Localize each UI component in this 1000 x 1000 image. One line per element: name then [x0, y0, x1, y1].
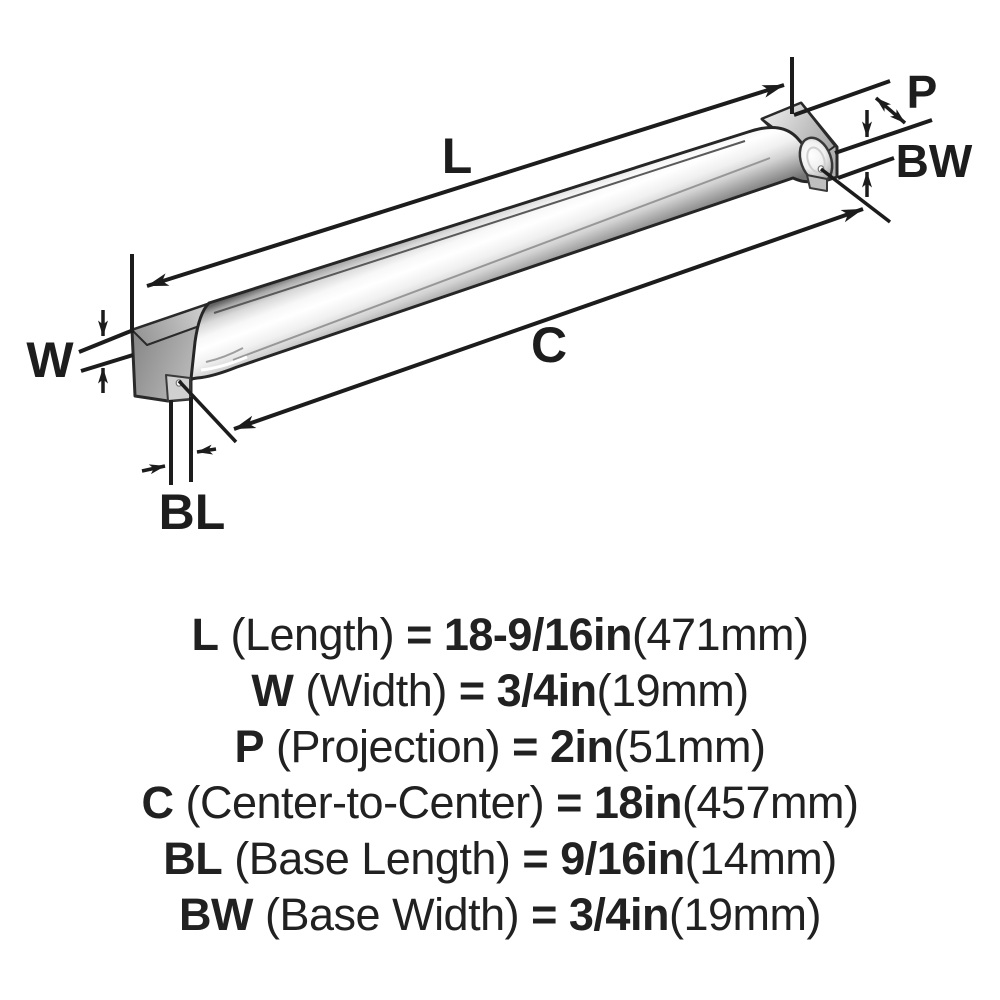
C-dimension-line: [233, 207, 864, 431]
spec-equals: =: [512, 721, 550, 772]
dimension-label-w: W: [26, 332, 74, 388]
spec-name: (Base Width): [253, 889, 532, 940]
spec-equals: =: [531, 889, 569, 940]
spec-line-center-to-center: C (Center-to-Center) = 18in(457mm): [0, 775, 1000, 831]
spec-equals: =: [406, 609, 444, 660]
spec-imperial-value: 3/4in: [568, 889, 670, 940]
C-leader-left: [177, 379, 238, 444]
spec-line-length: L (Length) = 18-9/16in(471mm): [0, 607, 1000, 663]
spec-name: (Width): [293, 665, 459, 716]
dimension-label-c: C: [531, 317, 567, 373]
spec-imperial-value: 2in: [549, 721, 614, 772]
BL-arrow-left: [196, 444, 217, 455]
spec-imperial-value: 18in: [593, 777, 683, 828]
P-gauge-line-base-top: [834, 118, 933, 155]
dimension-C: [177, 167, 892, 444]
spec-line-base-length: BL (Base Length) = 9/16in(14mm): [0, 831, 1000, 887]
spec-name: (Projection): [264, 721, 513, 772]
spec-imperial-value: 9/16in: [560, 833, 685, 884]
spec-line-base-width: BW (Base Width) = 3/4in(19mm): [0, 887, 1000, 943]
product-dimension-diagram: L C W P BW BL: [26, 57, 973, 540]
spec-metric-value: (471mm): [632, 609, 809, 660]
spec-symbol: W: [251, 665, 294, 716]
handle-bar-bevel-line: [213, 140, 746, 314]
spec-equals: =: [458, 665, 497, 716]
spec-metric-value: (19mm): [668, 889, 822, 940]
C-leader-right: [819, 167, 892, 224]
spec-symbol: C: [141, 777, 175, 828]
right-base-pad: [806, 174, 828, 192]
spec-symbol: BL: [163, 833, 223, 884]
dimension-BW: [837, 110, 895, 197]
cabinet-pull-illustration: [130, 101, 839, 403]
BW-gauge-line-base-bottom: [837, 156, 895, 180]
dimension-W: [78, 310, 134, 393]
spec-symbol: BW: [179, 889, 254, 940]
dimension-label-bw: BW: [896, 135, 973, 187]
dimension-label-p: P: [907, 66, 938, 118]
handle-bar-shadow-line: [232, 157, 771, 361]
spec-metric-value: (14mm): [684, 833, 838, 884]
spec-imperial-value: 18-9/16in: [443, 609, 633, 660]
dimension-spec-list: L (Length) = 18-9/16in(471mm) W (Width) …: [0, 607, 1000, 943]
spec-symbol: L: [191, 609, 219, 660]
spec-metric-value: (19mm): [596, 665, 750, 716]
dimension-label-l: L: [442, 128, 473, 184]
W-gauge-line-lower: [80, 353, 134, 373]
spec-metric-value: (457mm): [681, 777, 859, 828]
spec-name: (Length): [218, 609, 407, 660]
W-gauge-line-upper: [78, 329, 132, 354]
P-gauge-line-top: [793, 79, 891, 117]
spec-line-width: W (Width) = 3/4in(19mm): [0, 663, 1000, 719]
P-double-arrow: [874, 96, 907, 125]
dimension-P: [793, 79, 933, 155]
spec-symbol: P: [234, 721, 265, 772]
spec-metric-value: (51mm): [613, 721, 766, 772]
spec-equals: =: [556, 777, 594, 828]
spec-line-projection: P (Projection) = 2in(51mm): [0, 719, 1000, 775]
spec-name: (Base Length): [222, 833, 523, 884]
spec-equals: =: [522, 833, 561, 884]
dimension-label-bl: BL: [159, 484, 226, 540]
spec-name: (Center-to-Center): [173, 777, 557, 828]
spec-imperial-value: 3/4in: [496, 665, 598, 716]
dimension-BL: [141, 397, 217, 485]
BL-arrow-right: [141, 464, 166, 475]
